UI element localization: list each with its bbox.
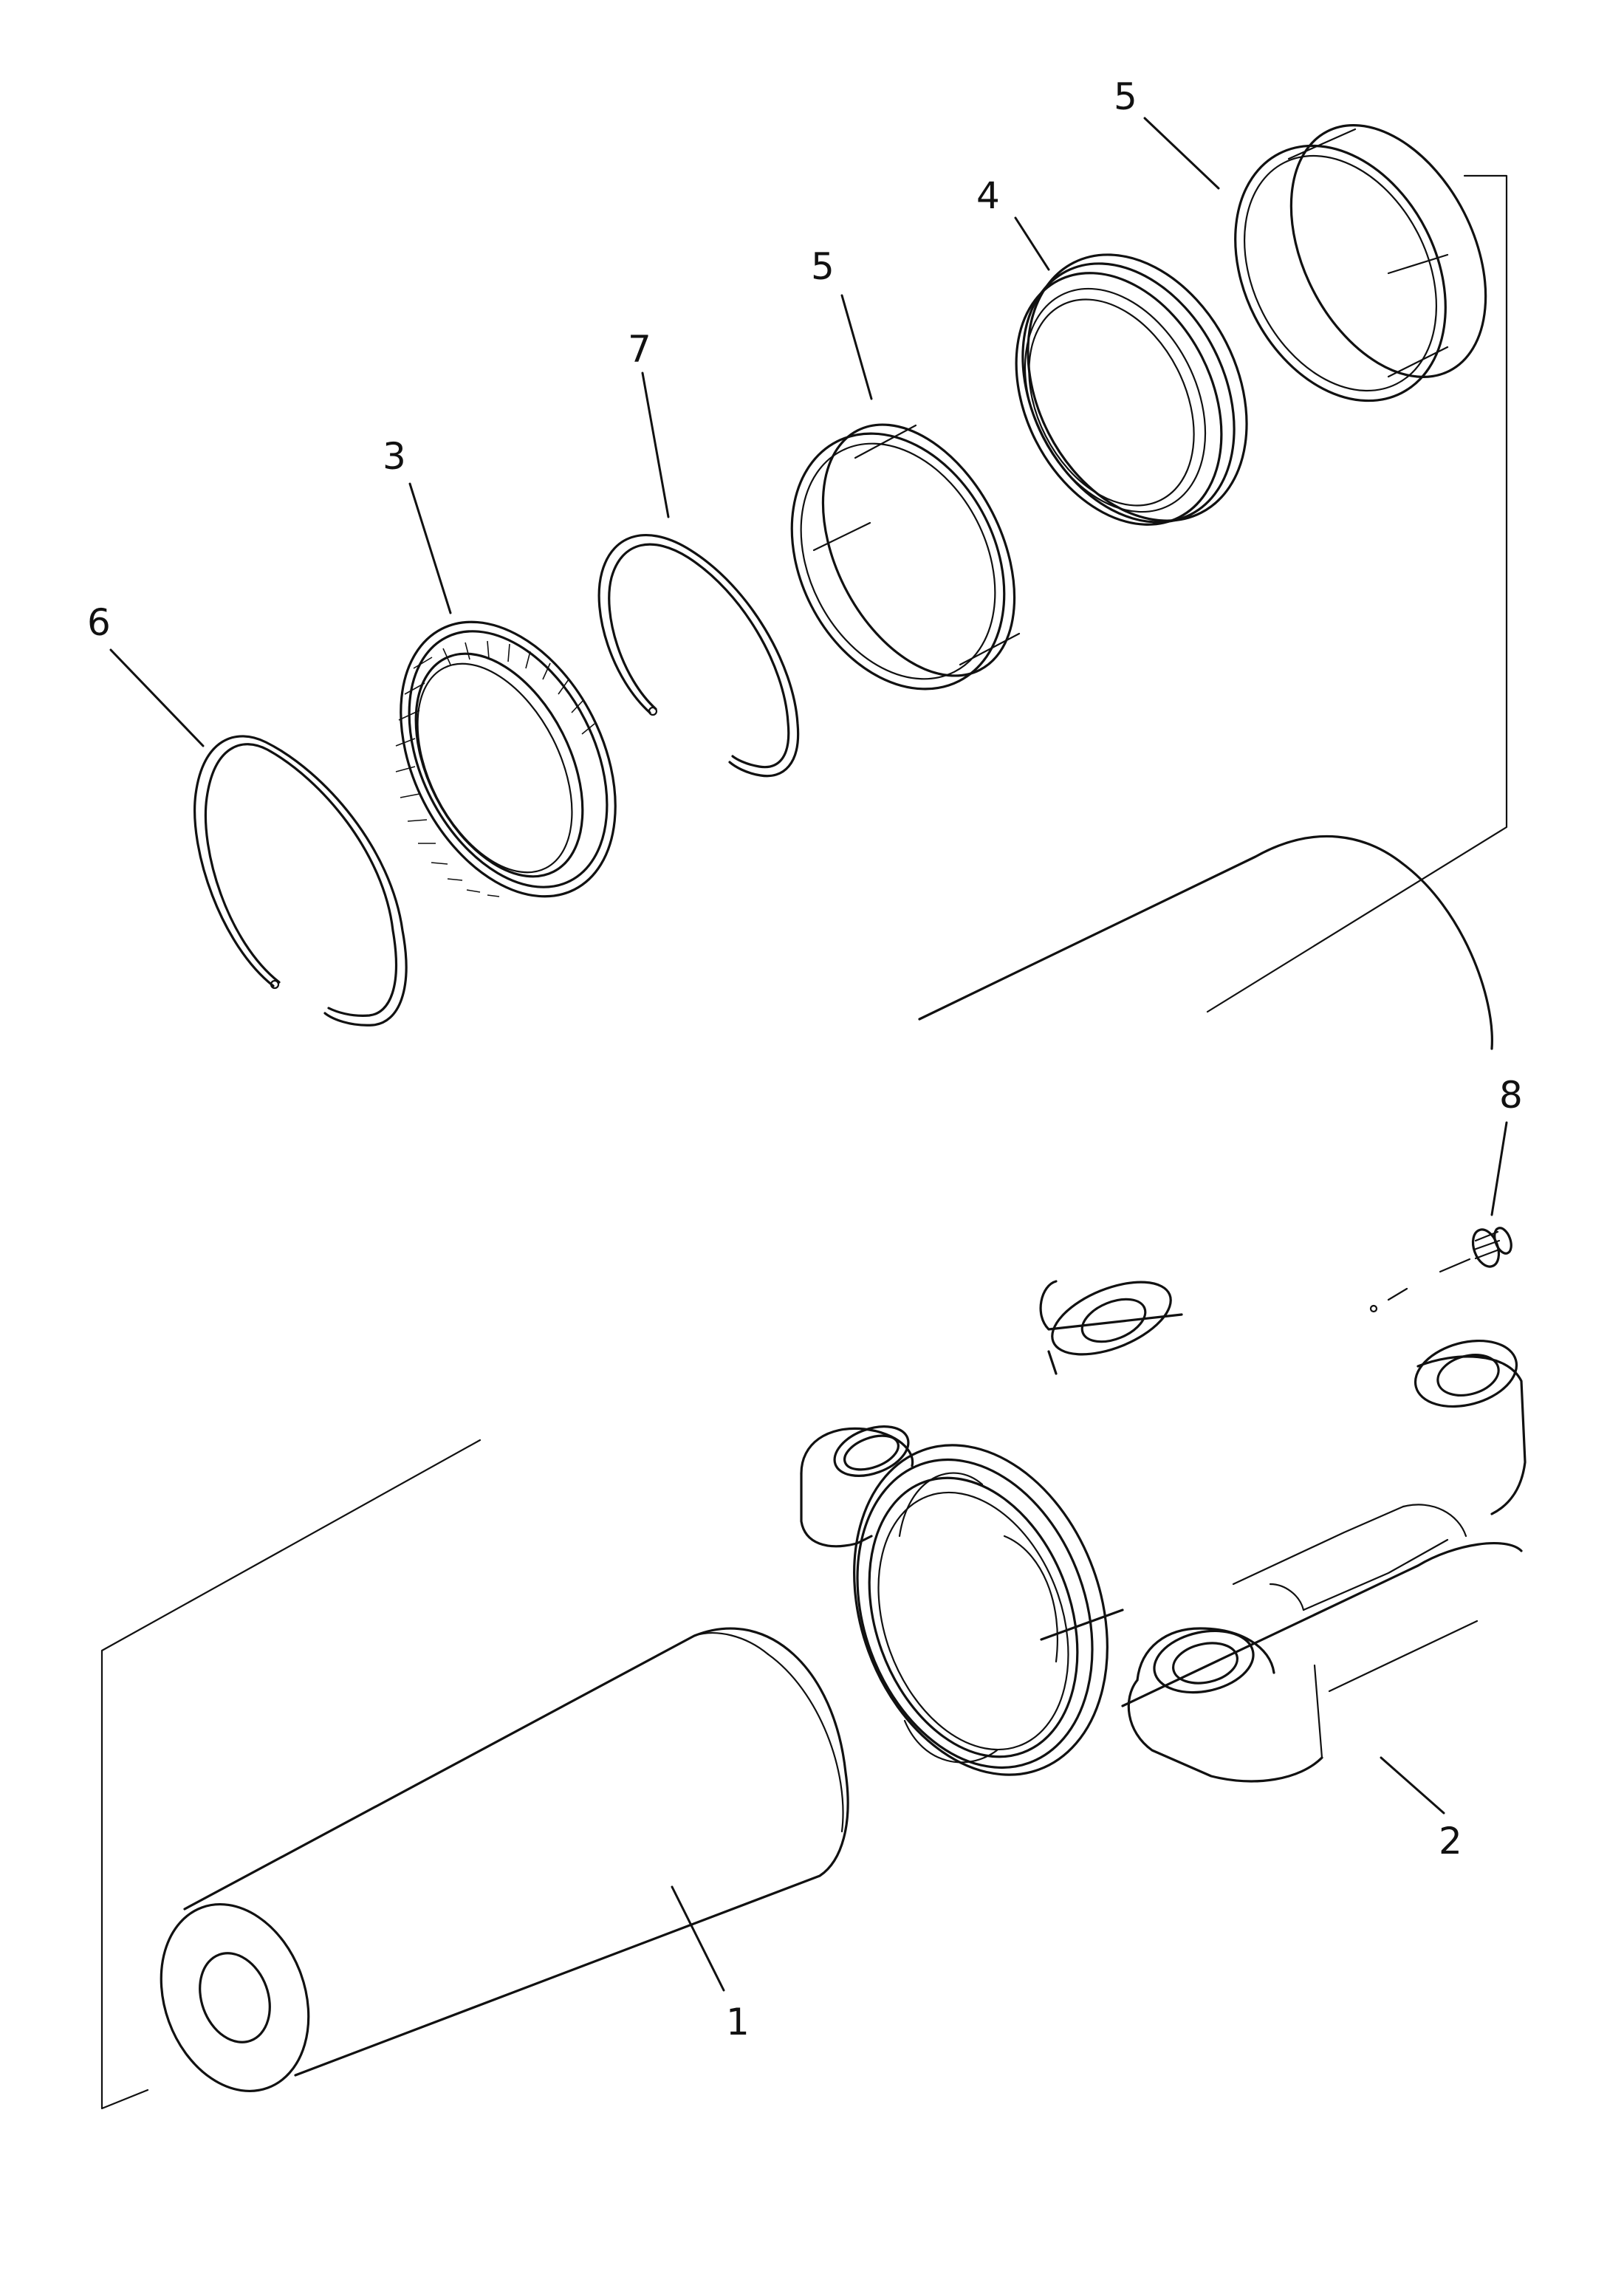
- leader-2: [1380, 1756, 1445, 1815]
- callout-5-front: 5: [811, 245, 835, 288]
- callout-labels: 1 2 3 4 5 5 6 7 8: [87, 75, 1523, 2043]
- part-5-bushing-front: [790, 423, 1021, 691]
- part-3-seal-ring: [395, 620, 617, 898]
- part-7-snap-ring: [597, 534, 800, 778]
- part-2-housing: [800, 835, 1527, 1783]
- leader-1: [671, 1885, 725, 1992]
- callout-1: 1: [726, 2001, 750, 2043]
- callout-5-rear: 5: [1114, 75, 1137, 118]
- callout-2: 2: [1439, 1820, 1462, 1863]
- callout-6: 6: [87, 601, 111, 644]
- callout-8: 8: [1499, 1074, 1523, 1117]
- leader-7: [641, 371, 670, 518]
- callout-7: 7: [628, 328, 651, 371]
- leader-5b: [1143, 117, 1220, 190]
- part-6-snap-ring: [193, 735, 408, 1027]
- leader-5a: [840, 294, 873, 400]
- part-8-grease-fitting: [1369, 1227, 1512, 1313]
- part-1-pin: [160, 1627, 849, 2093]
- leader-6: [109, 648, 205, 747]
- part-5-bushing-rear: [1234, 124, 1487, 402]
- leader-3: [408, 482, 452, 614]
- leader-8: [1490, 1121, 1508, 1216]
- callout-3: 3: [383, 435, 406, 478]
- leader-lines: [109, 117, 1508, 1992]
- upper-assembly-frame: [1206, 174, 1508, 1013]
- callout-4: 4: [976, 174, 1000, 217]
- leader-4: [1014, 216, 1050, 271]
- lower-assembly-frame: [100, 1439, 482, 2110]
- part-4-grooved-ring: [1015, 253, 1248, 526]
